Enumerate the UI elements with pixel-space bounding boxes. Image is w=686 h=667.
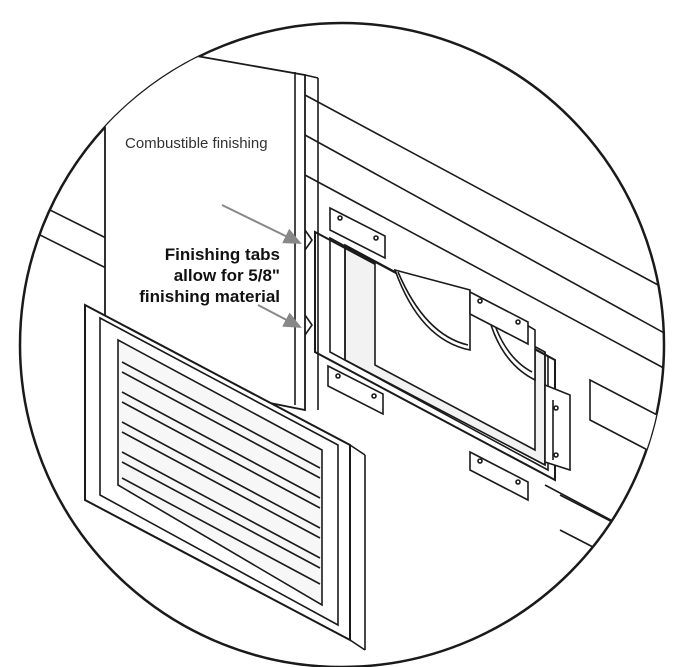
arrow-upper-tab bbox=[221, 204, 302, 244]
combustible-finishing-label: Combustible finishing bbox=[125, 135, 268, 152]
finishing-tabs-label-line1: Finishing tabs bbox=[165, 245, 280, 264]
finishing-tabs-label-line2: allow for 5/8" bbox=[174, 266, 280, 285]
grille-cover bbox=[84, 303, 366, 651]
finishing-tabs-label-line3: finishing material bbox=[139, 287, 280, 306]
arrow-lower-tab bbox=[257, 304, 302, 328]
combustible-finishing-panel bbox=[104, 38, 319, 412]
mounting-tabs bbox=[327, 206, 529, 502]
